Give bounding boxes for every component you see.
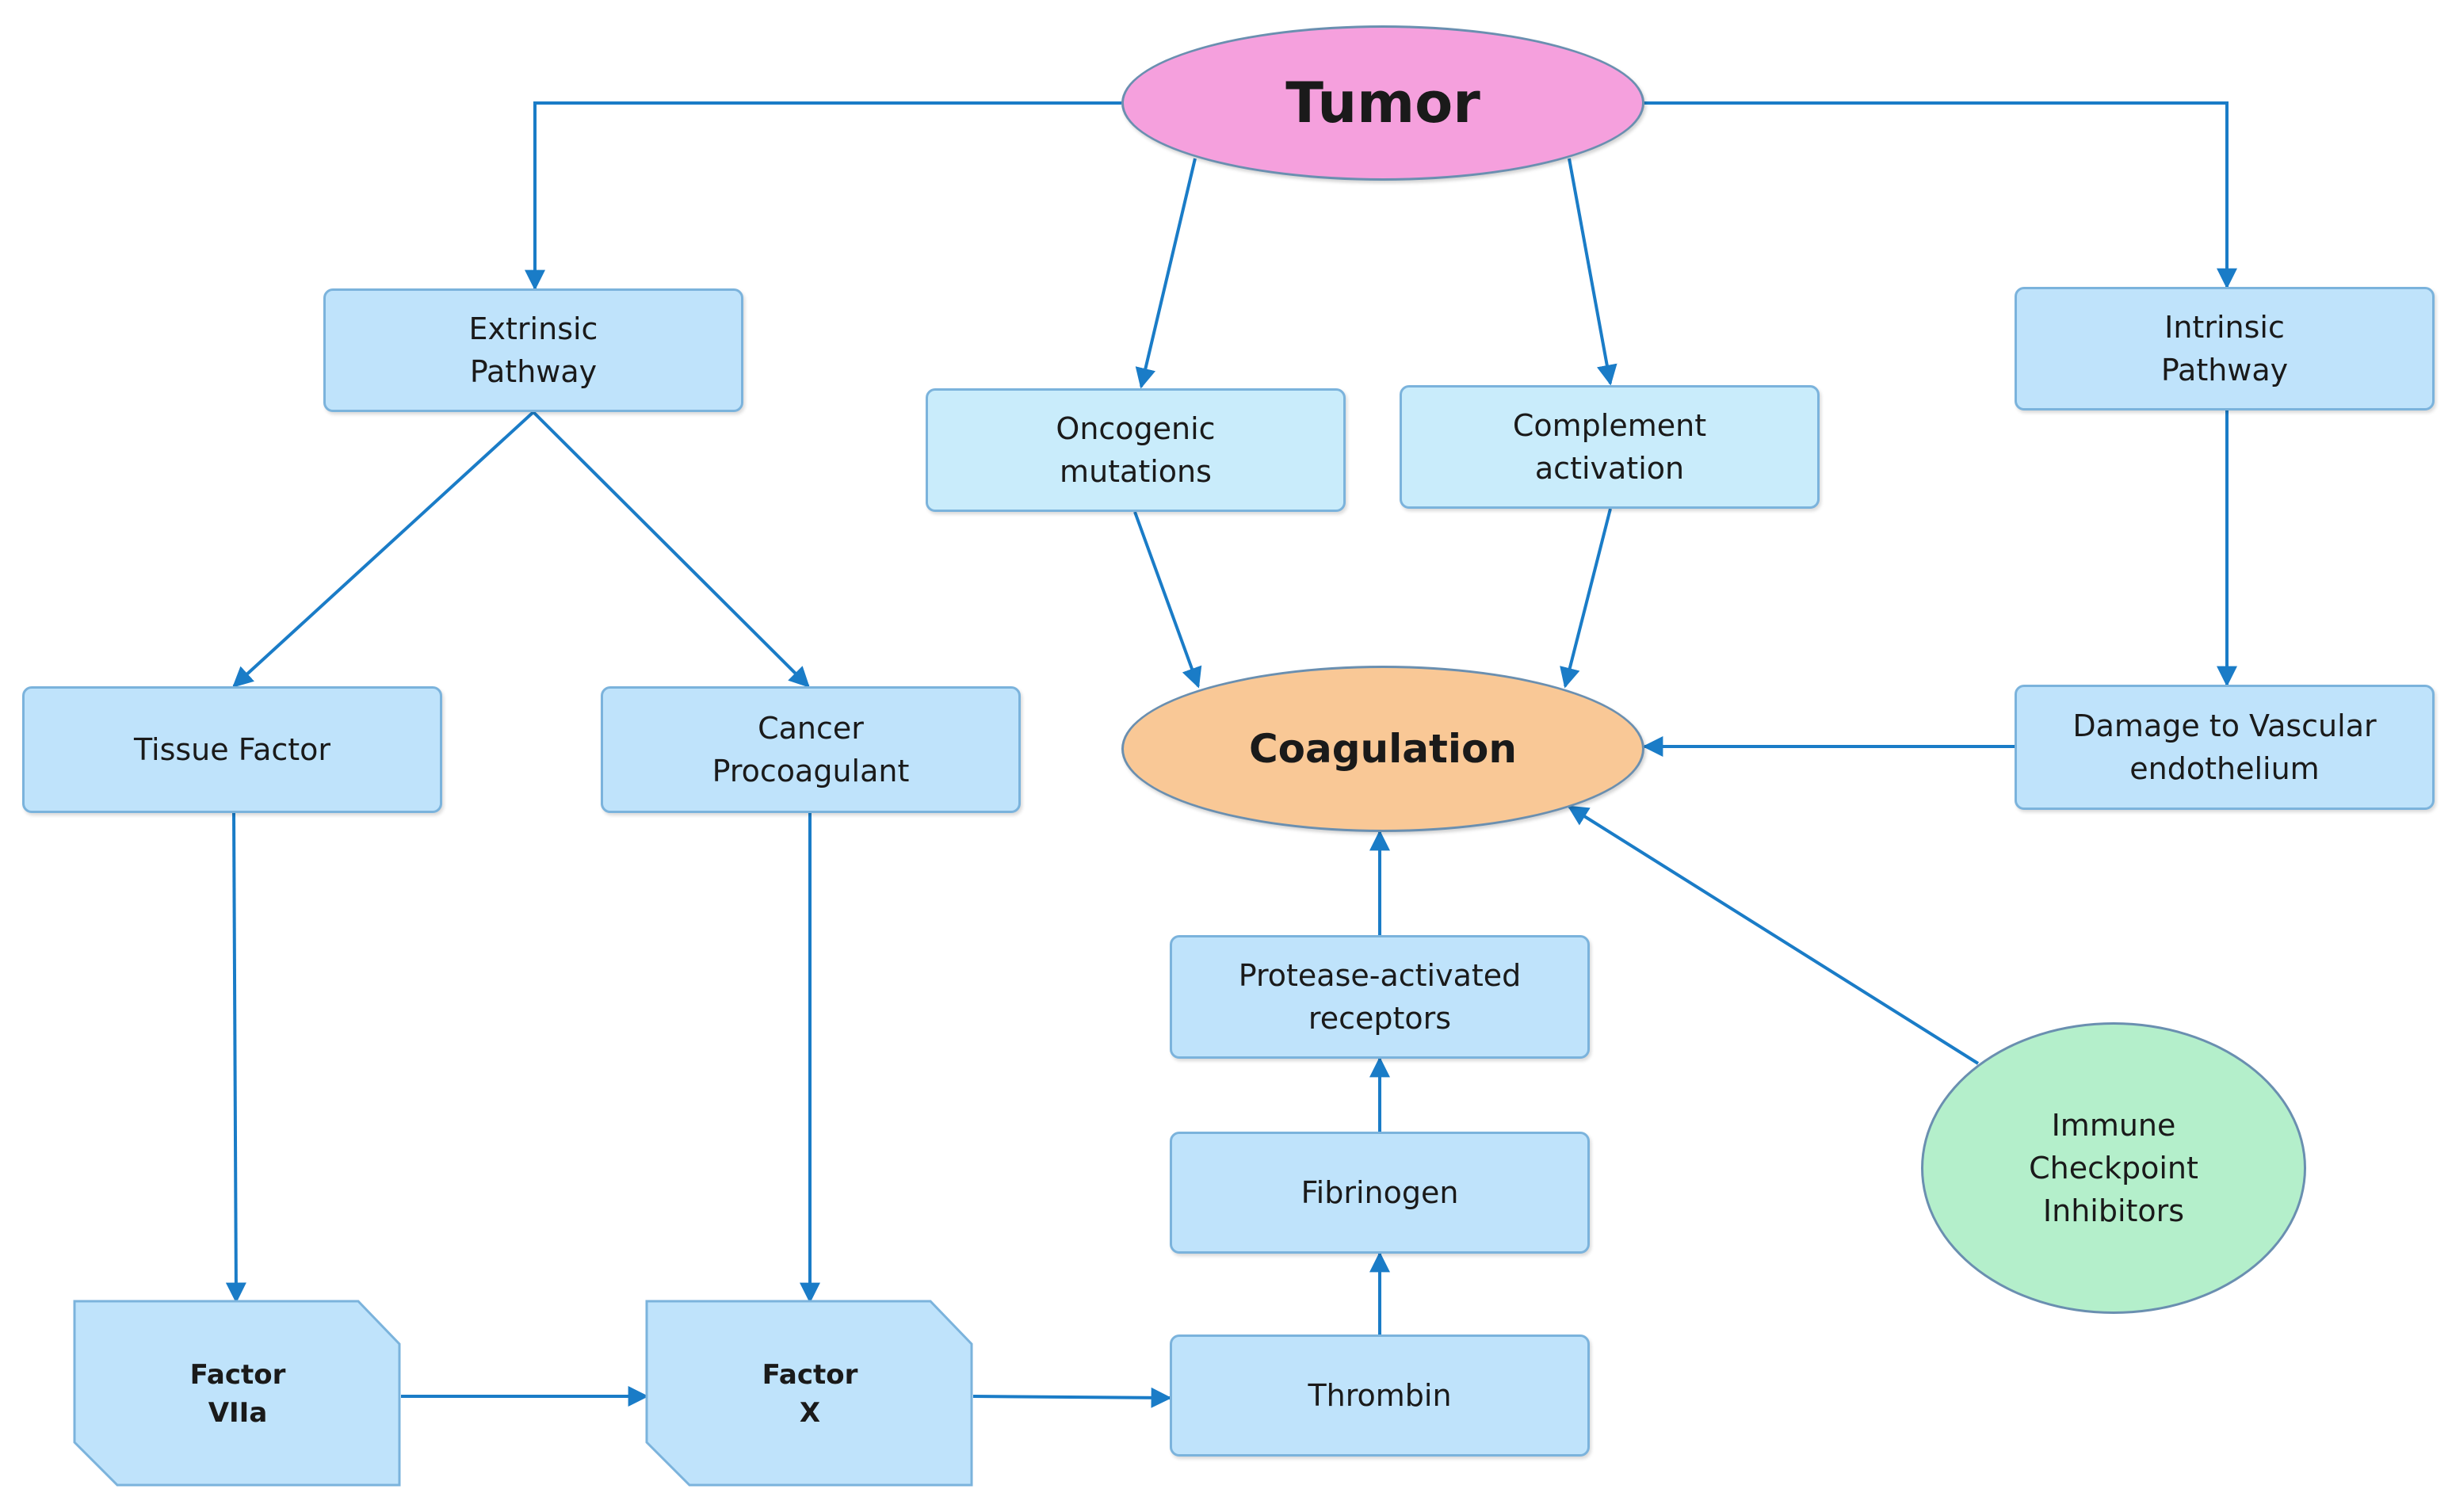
factor-viia-label: Factor VIIa [189, 1359, 286, 1429]
node-cancer-procoagulant: Cancer Procoagulant [601, 686, 1021, 813]
arrow-extrinsic-to-cancer-procoagulant [532, 410, 810, 688]
arrow-tumor-to-oncogenic [1135, 158, 1197, 389]
node-oncogenic-mutations: Oncogenic mutations [926, 388, 1346, 512]
node-tumor: Tumor [1121, 25, 1644, 181]
node-extrinsic-pathway: Extrinsic Pathway [323, 288, 743, 412]
arrow-tumor-to-complement [1568, 158, 1617, 386]
node-damage-vascular-endothelium: Damage to Vascular endothelium [2015, 685, 2435, 810]
node-intrinsic-pathway: Intrinsic Pathway [2015, 287, 2435, 410]
arrow-extrinsic-to-tissue-factor [232, 410, 535, 688]
arrow-tissue-factor-to-factor-viia [225, 812, 246, 1304]
arrow-tumor-to-intrinsic [1644, 101, 2237, 289]
arrow-complement-to-coagulation [1560, 508, 1612, 689]
node-fibrinogen: Fibrinogen [1170, 1132, 1590, 1254]
arrow-oncogenic-to-coagulation [1133, 511, 1202, 689]
factor-viia-shape [73, 1300, 401, 1487]
arrow-immune-to-coagulation [1567, 805, 1980, 1065]
factor-x-shape [645, 1300, 973, 1487]
node-coagulation: Coagulation [1121, 666, 1644, 832]
node-factor-viia: Factor VIIa [73, 1300, 401, 1487]
node-tissue-factor: Tissue Factor [22, 686, 442, 813]
node-complement-activation: Complement activation [1400, 385, 1820, 509]
node-thrombin: Thrombin [1170, 1334, 1590, 1457]
arrow-factor-x-to-thrombin [972, 1387, 1172, 1408]
node-protease-activated-receptors: Protease-activated receptors [1170, 935, 1590, 1059]
factor-x-label: Factor X [762, 1359, 858, 1429]
node-immune-checkpoint-inhibitors: Immune Checkpoint Inhibitors [1921, 1022, 2306, 1314]
node-factor-x: Factor X [645, 1300, 973, 1487]
arrow-tumor-to-extrinsic [525, 101, 1121, 291]
